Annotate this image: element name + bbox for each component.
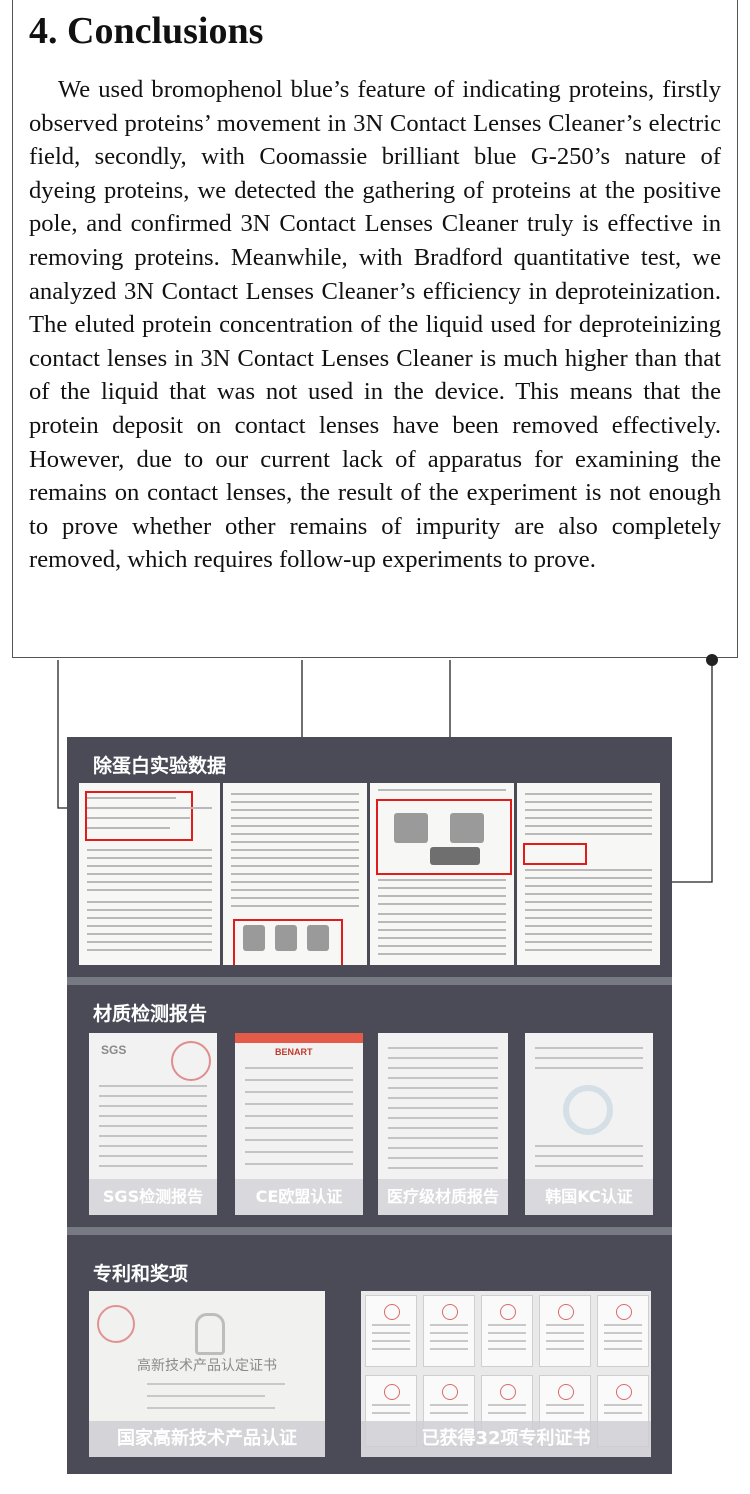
highlight-box bbox=[233, 919, 343, 965]
patent-certificates: 已获得32项专利证书 bbox=[361, 1291, 651, 1457]
section-divider bbox=[67, 1227, 672, 1235]
paper-page-2 bbox=[223, 783, 367, 965]
report-kc: 韩国KC认证 bbox=[525, 1033, 653, 1215]
conclusions-paragraph: We used bromophenol blue’s feature of in… bbox=[29, 76, 721, 574]
highlight-box bbox=[376, 799, 512, 875]
report-caption: CE欧盟认证 bbox=[235, 1179, 363, 1215]
report-sgs: SGS SGS检测报告 bbox=[89, 1033, 217, 1215]
conclusions-box: 4. Conclusions We used bromophenol blue’… bbox=[12, 0, 738, 658]
patent-doc bbox=[481, 1295, 533, 1367]
patent-doc bbox=[423, 1295, 475, 1367]
patent-doc bbox=[597, 1295, 649, 1367]
report-caption: SGS检测报告 bbox=[89, 1179, 217, 1215]
section-title-material-reports: 材质检测报告 bbox=[93, 1003, 208, 1025]
patents-caption: 已获得32项专利证书 bbox=[361, 1421, 651, 1457]
section-divider bbox=[67, 977, 672, 985]
section-title-protein-data: 除蛋白实验数据 bbox=[93, 755, 227, 777]
paper-page-4 bbox=[517, 783, 660, 965]
high-tech-certificate: 高新技术产品认定证书 国家高新技术产品认证 bbox=[89, 1291, 325, 1457]
evidence-panel: 除蛋白实验数据 bbox=[67, 737, 672, 1474]
benart-logo: BENART bbox=[275, 1047, 313, 1057]
highlight-box bbox=[85, 791, 193, 841]
report-ce: BENART CE欧盟认证 bbox=[235, 1033, 363, 1215]
sgs-logo: SGS bbox=[101, 1043, 127, 1057]
certificate-caption: 国家高新技术产品认证 bbox=[89, 1421, 325, 1457]
report-caption: 韩国KC认证 bbox=[525, 1179, 653, 1215]
paper-page-1 bbox=[79, 783, 220, 965]
paper-page-3 bbox=[370, 783, 514, 965]
patent-doc bbox=[539, 1295, 591, 1367]
emblem-icon bbox=[195, 1313, 225, 1355]
certificate-title: 高新技术产品认定证书 bbox=[137, 1358, 277, 1374]
stamp-icon bbox=[171, 1041, 211, 1081]
conclusions-heading: 4. Conclusions bbox=[29, 10, 264, 52]
highlight-box bbox=[523, 843, 587, 865]
report-medical: 医疗级材质报告 bbox=[378, 1033, 508, 1215]
report-caption: 医疗级材质报告 bbox=[378, 1179, 508, 1215]
stamp-icon bbox=[97, 1305, 135, 1343]
section-title-patents: 专利和奖项 bbox=[93, 1263, 189, 1285]
kc-mark-icon bbox=[563, 1085, 613, 1135]
patent-doc bbox=[365, 1295, 417, 1367]
